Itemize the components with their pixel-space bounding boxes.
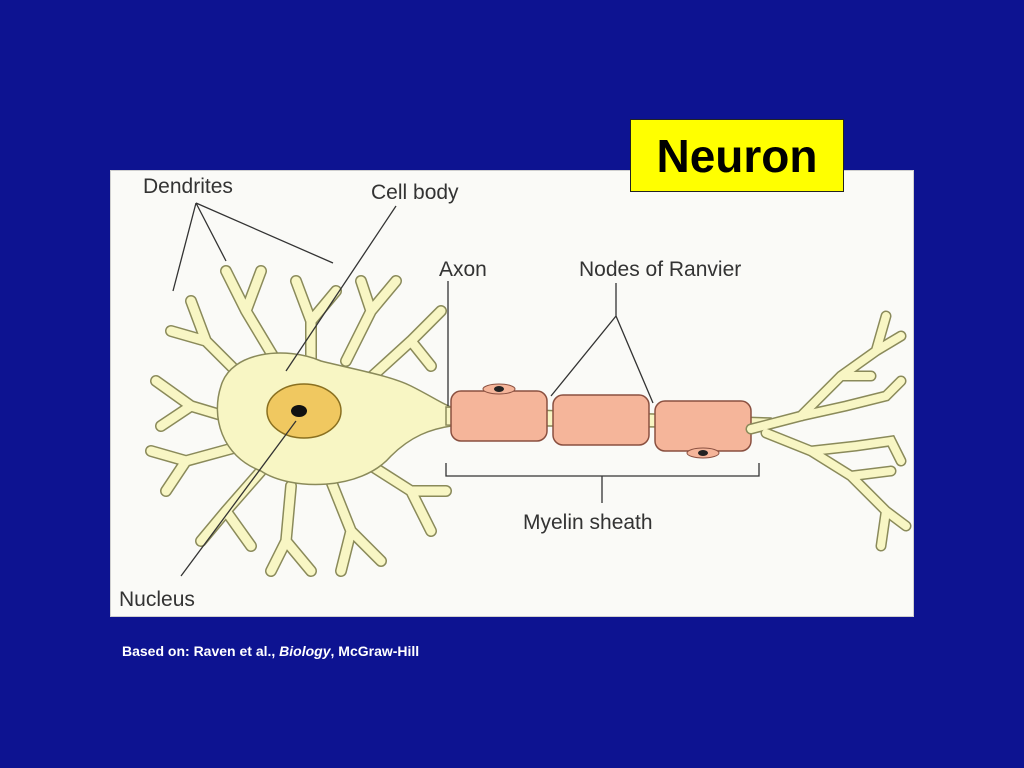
label-nodes-of-ranvier: Nodes of Ranvier — [579, 258, 741, 281]
nodes-leader — [550, 283, 654, 404]
dendrites-leader — [172, 202, 334, 292]
label-cell-body: Cell body — [371, 181, 459, 204]
neuron-diagram: Dendrites Cell body Axon Nodes of Ranvie… — [119, 175, 912, 611]
nucleolus-dot — [291, 405, 307, 417]
credit-suffix: , McGraw-Hill — [330, 643, 420, 659]
label-axon: Axon — [439, 258, 487, 281]
source-credit: Based on: Raven et al., Biology, McGraw-… — [122, 643, 419, 659]
schwann-nucleus-dot — [698, 450, 708, 456]
label-dendrites: Dendrites — [143, 175, 233, 198]
myelin-segments — [450, 383, 752, 459]
label-nucleus: Nucleus — [119, 588, 195, 611]
schwann-nucleus-dot — [494, 386, 504, 392]
credit-prefix: Based on: Raven et al., — [122, 643, 280, 659]
dendrites-left — [145, 265, 452, 577]
title-box: Neuron — [630, 119, 844, 192]
nucleus-leader — [180, 420, 297, 577]
myelin-segment — [654, 400, 752, 452]
label-myelin-sheath: Myelin sheath — [523, 511, 653, 534]
myelin-segment — [450, 390, 548, 442]
myelin-bracket — [445, 463, 760, 503]
diagram-panel: Dendrites Cell body Axon Nodes of Ranvie… — [110, 170, 914, 617]
credit-book-title: Biology — [279, 643, 331, 659]
cell-body-leader — [285, 205, 397, 372]
axon-terminals — [745, 310, 912, 552]
myelin-segment — [552, 394, 650, 446]
leader-lines — [172, 202, 760, 577]
page-title: Neuron — [656, 129, 818, 182]
